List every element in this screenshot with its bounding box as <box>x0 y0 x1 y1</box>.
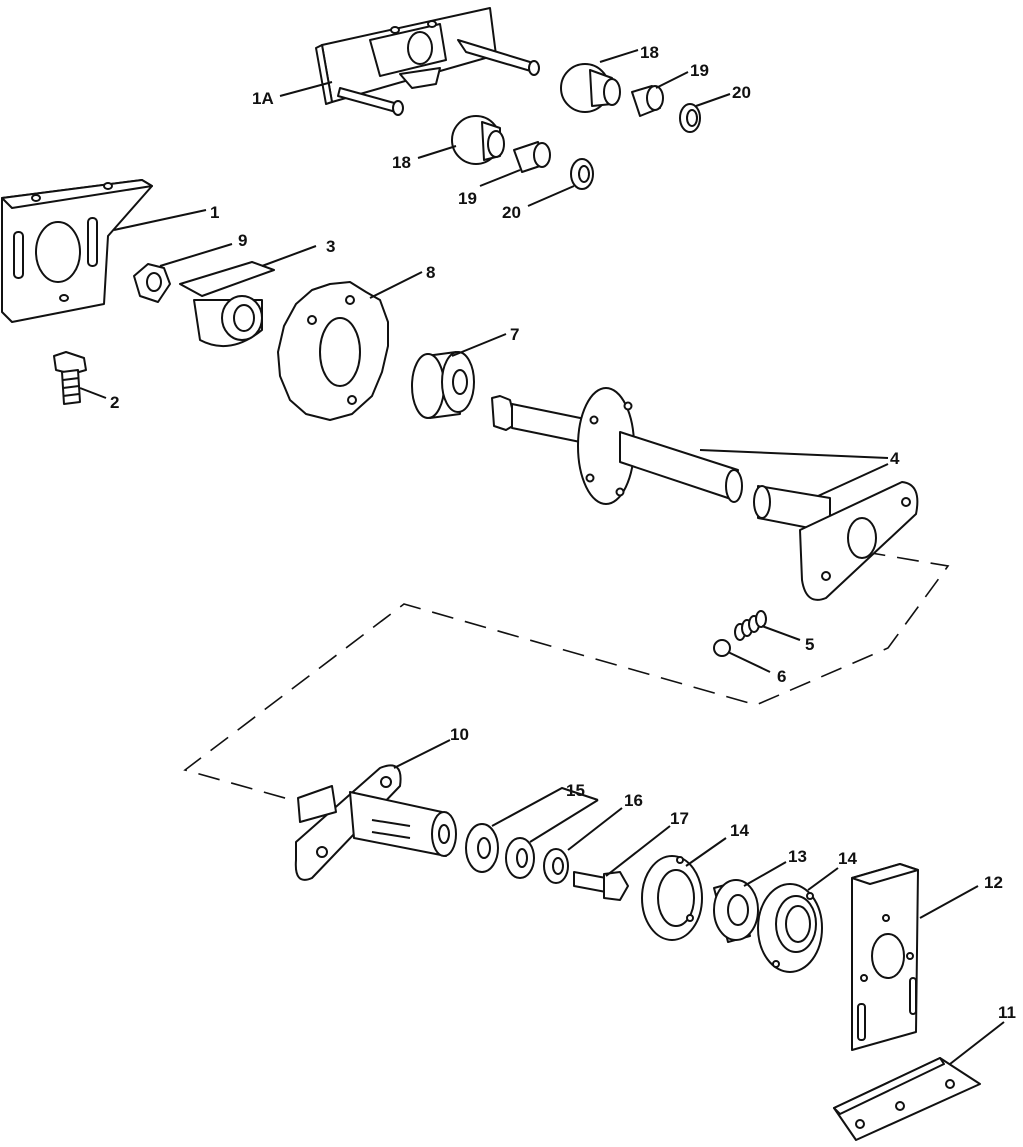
callout-4: 4 <box>890 449 900 468</box>
callout-18-lower: 18 <box>392 153 411 172</box>
callout-9: 9 <box>238 231 247 250</box>
part-9-nut <box>133 263 171 303</box>
part-1A-carrier-bracket <box>315 7 540 116</box>
part-5-spring <box>734 610 767 641</box>
callout-16: 16 <box>624 791 643 810</box>
part-15-washers <box>465 823 535 879</box>
callout-3: 3 <box>326 237 335 256</box>
callout-17: 17 <box>670 809 689 828</box>
callout-8: 8 <box>426 263 435 282</box>
part-19-bushing-upper <box>631 85 664 117</box>
part-20-collar-upper <box>679 103 701 133</box>
part-7-spacer <box>411 351 475 419</box>
part-18-sprocket-upper <box>560 63 621 113</box>
part-17-bolt <box>573 871 629 901</box>
part-20-collar-lower <box>570 158 594 190</box>
callout-20-upper: 20 <box>732 83 751 102</box>
callout-18-upper: 18 <box>640 43 659 62</box>
callout-12: 12 <box>984 873 1003 892</box>
part-16-lock-washer <box>543 848 569 884</box>
part-13-bearing-insert <box>713 879 759 943</box>
callout-1: 1 <box>210 203 219 222</box>
callout-10: 10 <box>450 725 469 744</box>
part-6-ball <box>713 639 731 657</box>
callout-19-upper: 19 <box>690 61 709 80</box>
callout-11: 11 <box>998 1003 1016 1022</box>
callout-13: 13 <box>788 847 807 866</box>
callout-14-rear: 14 <box>838 849 857 868</box>
part-14-flange-rear <box>757 883 823 973</box>
leader-lines <box>79 49 1005 1065</box>
part-18-sprocket-lower <box>451 115 505 165</box>
part-12-bearing-plate <box>851 863 919 1051</box>
callout-5: 5 <box>805 635 814 654</box>
callout-labels: 1A 1 2 3 4 5 6 7 8 9 10 11 12 13 14 14 1… <box>110 43 1016 1022</box>
part-4-drive-shaft <box>491 387 919 601</box>
part-19-bushing-lower <box>513 141 551 173</box>
part-14-flange-front <box>641 855 703 941</box>
callout-1A: 1A <box>252 89 274 108</box>
assembly-dashed-outline <box>183 545 950 801</box>
callout-14-front: 14 <box>730 821 749 840</box>
part-10-splined-shaft <box>294 764 457 881</box>
part-8-large-sprocket <box>277 281 389 421</box>
part-1-mounting-bracket <box>1 179 153 323</box>
callout-2: 2 <box>110 393 119 412</box>
part-3-bearing-block <box>179 261 275 347</box>
callout-7: 7 <box>510 325 519 344</box>
callout-20-lower: 20 <box>502 203 521 222</box>
part-2-cap-screw <box>53 351 87 405</box>
callout-6: 6 <box>777 667 786 686</box>
callout-15: 15 <box>566 781 585 800</box>
callout-19-lower: 19 <box>458 189 477 208</box>
part-11-angle-bracket <box>833 1057 981 1141</box>
